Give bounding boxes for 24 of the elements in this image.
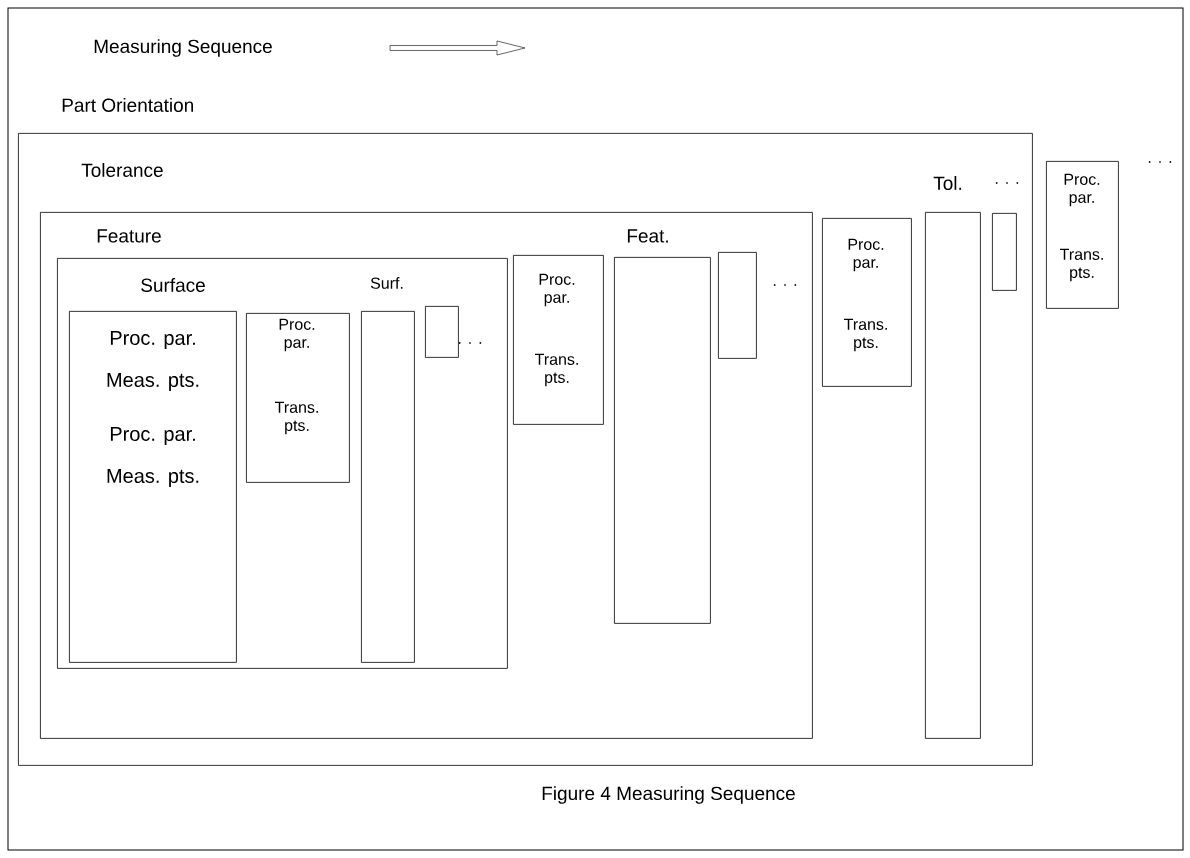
node-label: Part Orientation	[62, 98, 194, 112]
labeled-box: Proc. par. Trans. pts.	[246, 313, 350, 483]
node-label: Feature	[97, 229, 161, 243]
labeled-box: Proc. par. Trans. pts.	[513, 255, 604, 425]
labeled-box: Tol.	[925, 176, 981, 739]
empty-box	[992, 213, 1017, 291]
ellipsis: . . .	[773, 284, 797, 286]
node-label: Feat.	[627, 229, 668, 243]
labeled-box: Surf.	[361, 277, 415, 663]
empty-box	[425, 306, 459, 358]
node-label: Tolerance	[81, 163, 163, 177]
labeled-box: Proc. par. Trans. pts.	[822, 218, 912, 387]
ellipsis: . . .	[1148, 161, 1172, 163]
heading-text: Measuring Sequence	[94, 39, 272, 57]
ellipsis: . . .	[458, 342, 482, 344]
ellipsis: . . .	[995, 182, 1019, 184]
labeled-box: Surface Proc. par. Meas. pts. Proc. par. Meas. pts.	[69, 278, 237, 663]
node-label: Tol.	[933, 176, 962, 190]
node-label: Surface	[141, 278, 205, 292]
caption: Figure 4 Measuring Sequence	[542, 786, 795, 804]
labeled-box: Proc. par. Trans. pts.	[1046, 161, 1119, 309]
empty-box	[718, 252, 757, 359]
node-label: Surf.	[370, 277, 403, 289]
labeled-box: Feat.	[614, 229, 711, 624]
